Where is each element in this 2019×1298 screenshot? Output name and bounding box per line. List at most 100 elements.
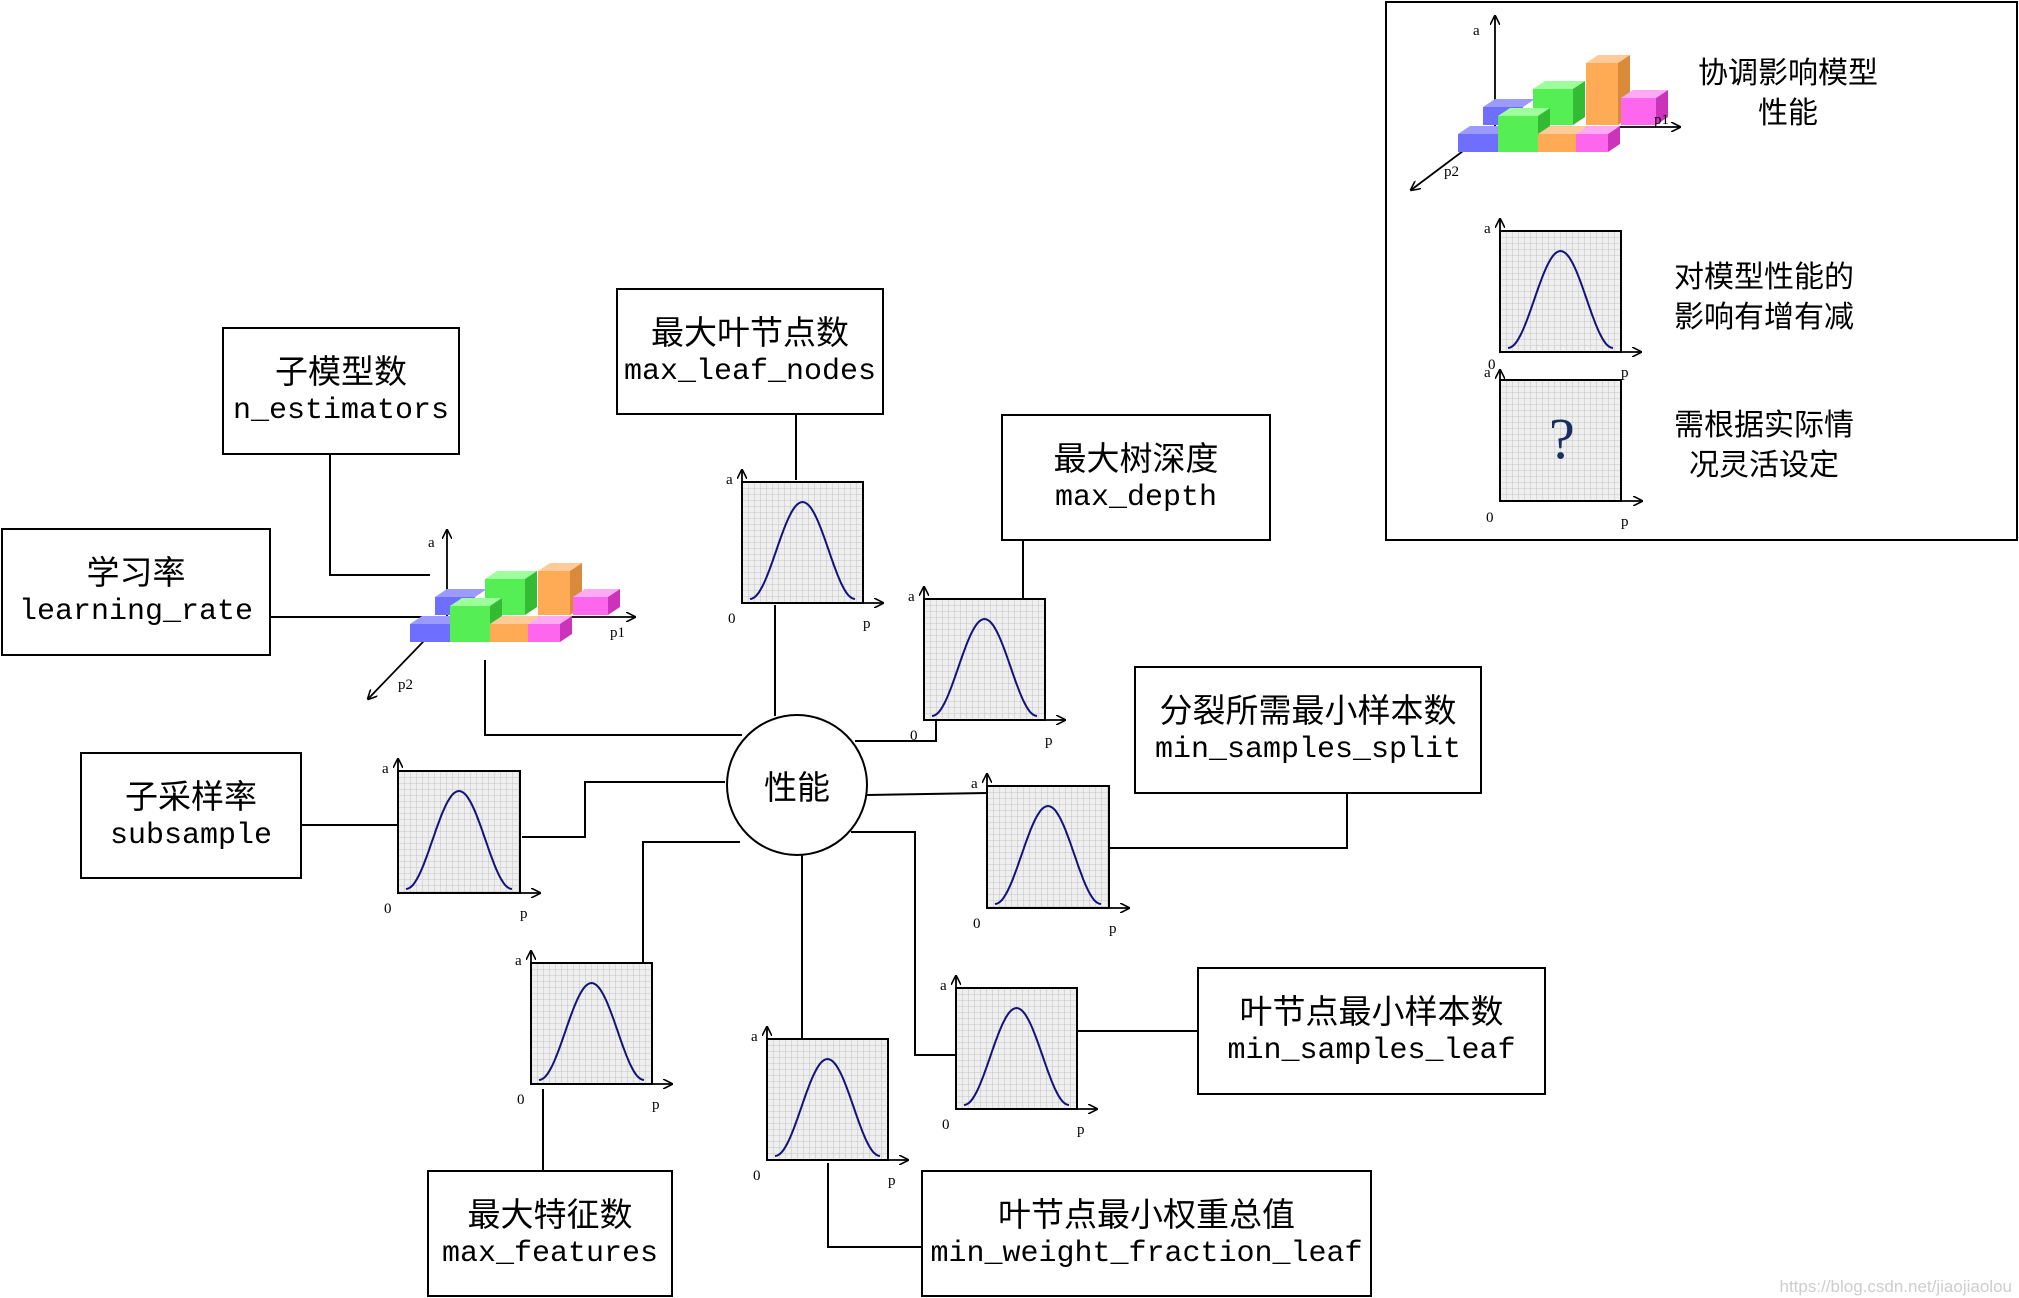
bell-chart-min-weight-fraction-leaf: ap0 bbox=[751, 1027, 908, 1189]
block-blue-front bbox=[410, 616, 462, 642]
legend-question-p: p bbox=[1621, 514, 1629, 530]
bell-chart-max-leaf-nodes-a-label: a bbox=[726, 472, 733, 488]
bell-chart-max-depth-grid bbox=[923, 598, 1046, 721]
bell-chart-min-weight-fraction-leaf-grid bbox=[766, 1038, 889, 1161]
legend-question-zero: 0 bbox=[1486, 510, 1494, 526]
performance-label: 性能 bbox=[764, 768, 830, 807]
connector-min-weight-fraction-leaf bbox=[827, 1163, 922, 1248]
bell-chart-subsample-grid bbox=[397, 770, 521, 894]
bell-chart-max-depth: ap0 bbox=[908, 587, 1065, 749]
box-min-samples-split: 分裂所需最小样本数 min_samples_split bbox=[1134, 666, 1482, 794]
box-learning-rate: 学习率 learning_rate bbox=[1, 528, 271, 656]
bell-chart-max-features-a-label: a bbox=[515, 953, 522, 969]
bell-chart-min-weight-fraction-leaf-curve bbox=[774, 1057, 881, 1157]
min-samples-split-en: min_samples_split bbox=[1154, 733, 1462, 767]
bell-chart-min-samples-split-a-label: a bbox=[971, 776, 978, 792]
bell-chart-max-leaf-nodes-p-label: p bbox=[863, 616, 871, 632]
bell-chart-min-samples-split-grid bbox=[986, 785, 1110, 909]
min-samples-leaf-en: min_samples_leaf bbox=[1227, 1034, 1516, 1068]
box-n-estimators: 子模型数 n_estimators bbox=[222, 327, 460, 455]
block-pink-front bbox=[528, 616, 572, 642]
legend-item1-text: 协调影响模型 性能 bbox=[1688, 54, 1888, 134]
max-features-zh: 最大特征数 bbox=[467, 1194, 633, 1234]
legend-bell-chart-curve bbox=[1507, 249, 1614, 349]
min-samples-split-zh: 分裂所需最小样本数 bbox=[1159, 691, 1457, 730]
legend-item3-line2: 况灵活设定 bbox=[1689, 448, 1839, 483]
min-samples-leaf-zh: 叶节点最小样本数 bbox=[1239, 992, 1504, 1031]
bell-chart-max-depth-p-label: p bbox=[1045, 733, 1053, 749]
bell-chart-max-leaf-nodes: a p 0 bbox=[726, 470, 883, 632]
bell-chart-min-weight-fraction-leaf-zero-label: 0 bbox=[753, 1168, 761, 1184]
bell-chart-min-samples-split-p-label: p bbox=[1109, 921, 1117, 937]
bell-chart-max-features: ap0 bbox=[515, 951, 672, 1113]
max-depth-zh: 最大树深度 bbox=[1053, 438, 1219, 478]
bell-chart-subsample-curve bbox=[405, 789, 513, 890]
cube-axis-p1: p1 bbox=[610, 625, 625, 641]
connector-depth-chart-center bbox=[855, 720, 937, 742]
bell-chart-max-leaf-nodes-zero-label: 0 bbox=[728, 611, 736, 627]
subsample-zh: 子采样率 bbox=[125, 776, 257, 816]
legend-item1-line2: 性能 bbox=[1758, 96, 1818, 131]
cube-blocks bbox=[410, 563, 620, 642]
max-leaf-nodes-en: max_leaf_nodes bbox=[623, 354, 877, 389]
legend-bell-chart-zero-label: 0 bbox=[1488, 357, 1496, 373]
legend-bell-chart-a-label: a bbox=[1484, 221, 1491, 237]
bell-chart-min-samples-leaf-p-label: p bbox=[1077, 1122, 1085, 1138]
bell-chart-min-weight-fraction-leaf-p-label: p bbox=[888, 1173, 896, 1189]
max-leaf-nodes-zh: 最大叶节点数 bbox=[651, 312, 849, 352]
box-subsample: 子采样率 subsample bbox=[80, 752, 302, 879]
legend-item1-line1: 协调影响模型 bbox=[1698, 56, 1878, 91]
block-green-back bbox=[485, 571, 537, 615]
legend-bell-chart: a p 0 bbox=[1484, 219, 1641, 381]
block-pink-back bbox=[573, 589, 620, 615]
legend-item2-text: 对模型性能的 影响有增有减 bbox=[1664, 258, 1864, 338]
bell-chart-min-samples-split-zero-label: 0 bbox=[973, 916, 981, 932]
legend-bell-chart-p-label: p bbox=[1621, 365, 1629, 381]
bell-chart-max-leaf-nodes-curve bbox=[749, 500, 856, 600]
legend-question-chart: 0 p a bbox=[1484, 365, 1642, 530]
legend-item2-line2: 影响有增有减 bbox=[1674, 300, 1854, 335]
learning-rate-zh: 学习率 bbox=[86, 553, 186, 592]
legend-question-mark: ? bbox=[1549, 406, 1575, 471]
legend-question-grid bbox=[1499, 379, 1622, 502]
connector-cube-to-center bbox=[484, 660, 742, 736]
bell-chart-min-samples-leaf: ap0 bbox=[940, 976, 1097, 1138]
bell-chart-subsample-p-label: p bbox=[520, 906, 528, 922]
max-features-en: max_features bbox=[441, 1236, 659, 1271]
min-weight-fraction-leaf-zh: 叶节点最小权重总值 bbox=[998, 1194, 1295, 1234]
bell-chart-min-samples-split-curve bbox=[994, 804, 1102, 905]
connector-samples-leaf-chart-center bbox=[851, 831, 957, 1056]
bell-chart-subsample: ap0 bbox=[382, 759, 540, 922]
bell-chart-min-samples-leaf-grid bbox=[955, 987, 1078, 1110]
legend-cube-axis-p2: p2 bbox=[1444, 164, 1459, 180]
bell-chart-max-depth-a-label: a bbox=[908, 589, 915, 605]
legend-box bbox=[1385, 1, 2018, 541]
bell-chart-max-features-grid bbox=[530, 962, 653, 1085]
box-max-leaf-nodes: 最大叶节点数 max_leaf_nodes bbox=[616, 288, 884, 415]
min-weight-fraction-leaf-en: min_weight_fraction_leaf bbox=[930, 1236, 1363, 1271]
performance-node: 性能 bbox=[726, 714, 868, 856]
legend-bell-chart-grid bbox=[1499, 230, 1622, 353]
bell-chart-max-features-zero-label: 0 bbox=[517, 1092, 525, 1108]
watermark: https://blog.csdn.net/jiaojiaolou bbox=[1780, 1277, 2013, 1296]
cube-axis-a: a bbox=[428, 535, 435, 551]
bell-chart-min-samples-leaf-curve bbox=[963, 1006, 1070, 1106]
bell-chart-max-leaf-nodes-grid bbox=[741, 481, 864, 604]
box-max-depth: 最大树深度 max_depth bbox=[1001, 414, 1271, 541]
box-min-samples-leaf: 叶节点最小样本数 min_samples_leaf bbox=[1197, 967, 1546, 1095]
bell-chart-min-samples-leaf-a-label: a bbox=[940, 978, 947, 994]
connector-max-features-chart-center bbox=[642, 841, 740, 963]
n-estimators-en: n_estimators bbox=[232, 394, 450, 428]
bell-chart-min-samples-split: a p 0 bbox=[971, 774, 1129, 937]
legend-cube-chart: a p1 p2 bbox=[1411, 16, 1680, 190]
connector-subsample-chart-center bbox=[522, 781, 725, 838]
bell-chart-subsample-zero-label: 0 bbox=[384, 901, 392, 917]
box-max-features: 最大特征数 max_features bbox=[427, 1170, 673, 1297]
block-orange-front bbox=[490, 616, 540, 642]
legend-cube-axis-a: a bbox=[1473, 23, 1480, 39]
legend-item3-text: 需根据实际情 况灵活设定 bbox=[1664, 406, 1864, 486]
learning-rate-en: learning_rate bbox=[18, 595, 254, 629]
connector-min-samples-split bbox=[1110, 794, 1348, 849]
connector-lines bbox=[270, 414, 1348, 1248]
